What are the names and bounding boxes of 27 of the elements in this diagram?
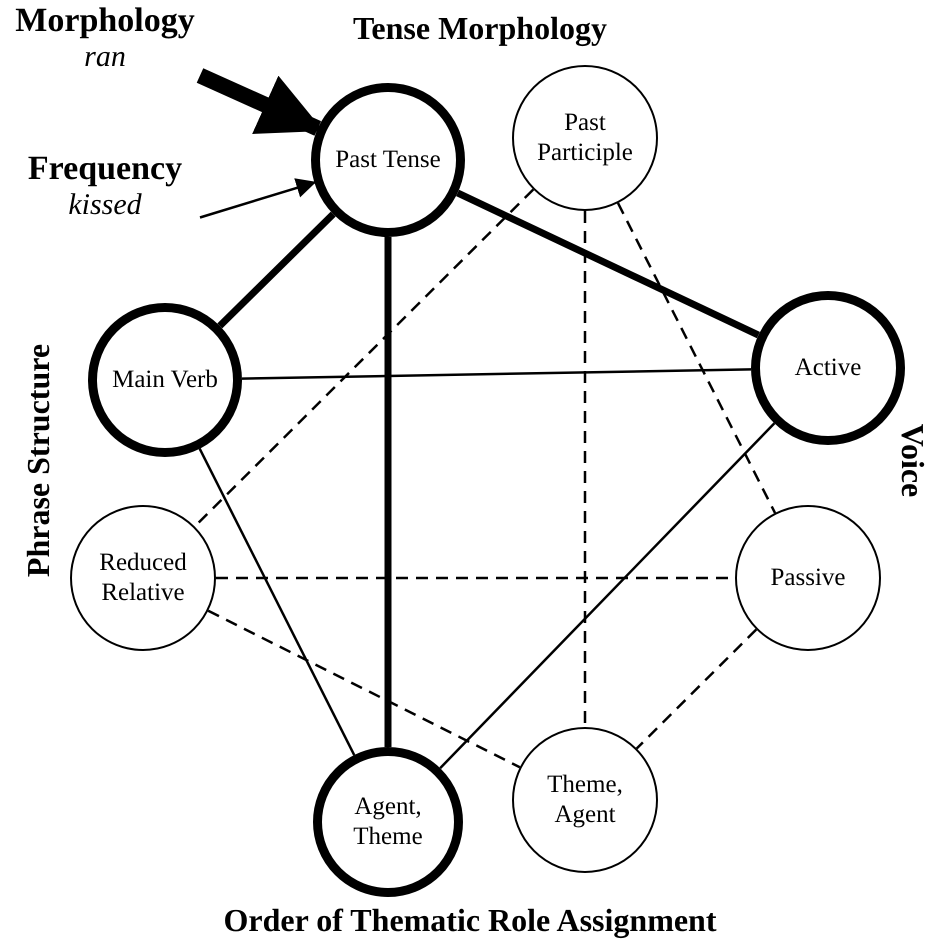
group-heading: Tense Morphology: [353, 10, 607, 47]
constraint-line: [208, 610, 520, 768]
example-word: ran: [84, 40, 126, 74]
group-heading: Order of Thematic Role Assignment: [224, 902, 716, 939]
constraint-line: [439, 422, 776, 770]
node-label: Past Participle: [536, 108, 634, 168]
constraint-line: [198, 448, 356, 756]
constraint-line: [384, 237, 392, 747]
constraint-line: [242, 368, 752, 380]
group-heading: Phrase Structure: [20, 343, 57, 577]
node-label: Main Verb: [112, 365, 218, 395]
node-label: Reduced Relative: [98, 548, 188, 608]
arrow: [196, 68, 324, 136]
constraint-line: [217, 212, 336, 328]
group-heading: Voice: [894, 423, 931, 497]
node-label: Past Tense: [335, 145, 441, 175]
node-label: Theme, Agent: [546, 770, 624, 830]
example-word: kissed: [68, 188, 142, 222]
factor-heading: Frequency: [28, 150, 182, 188]
constraint-line: [456, 190, 760, 338]
arrow: [200, 178, 316, 219]
constraint-line: [636, 628, 758, 750]
constraint-line: [616, 202, 776, 514]
node-label: Agent, Theme: [352, 792, 424, 852]
node-label: Active: [794, 353, 862, 383]
node-label: Passive: [770, 563, 846, 593]
factor-heading: Morphology: [15, 2, 195, 40]
